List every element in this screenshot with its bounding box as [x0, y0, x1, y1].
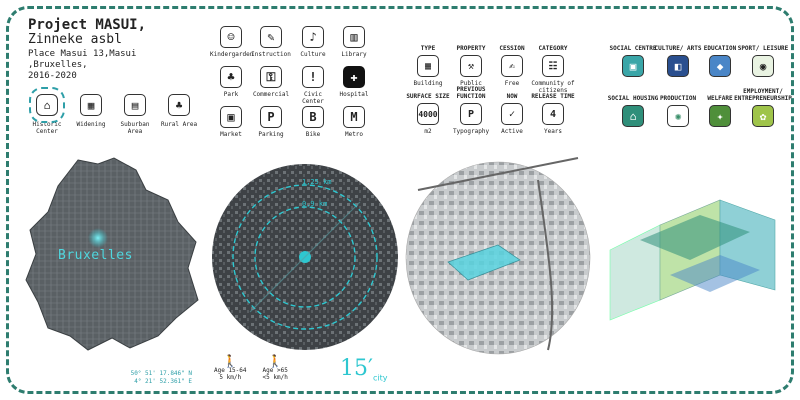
- welfare-icon: ✦: [709, 105, 731, 127]
- brussels-map-panel: Bruxelles: [18, 150, 208, 365]
- culture-arts-icon: ◧: [667, 55, 689, 77]
- building-icon: ▦: [417, 55, 439, 77]
- amenity-civic-center: !Civic Center: [292, 66, 334, 105]
- employment-icon: ✿: [752, 105, 774, 127]
- park-icon: ♣: [220, 66, 242, 88]
- walk-elderly: 🚶Age >65<5 km/h: [262, 354, 288, 381]
- civic-center-icon: !: [302, 66, 324, 88]
- amenity-hospital: ✚Hospital: [333, 66, 375, 98]
- commercial-icon: ⚿: [260, 66, 282, 88]
- sport-leisure-icon: ◉: [752, 55, 774, 77]
- category-welfare: WELFARE✦: [692, 88, 748, 127]
- city-label: Bruxelles: [58, 248, 133, 263]
- amenity-library: ▥Library: [333, 26, 375, 58]
- fact-type: TYPE▦Building: [413, 45, 443, 87]
- project-title: Project MASUI,: [28, 17, 147, 33]
- bike-icon: B: [302, 106, 324, 128]
- culture-icon: ♪: [302, 26, 324, 48]
- amenity-instruction: ✎Instruction: [250, 26, 292, 58]
- context-row: ⌂ Historic Center ▦ Widening ▤ Suburban …: [28, 87, 198, 135]
- context-widening: ▦ Widening: [72, 94, 110, 135]
- amenity-park: ♣Park: [210, 66, 252, 98]
- kindergarden-icon: ☺: [220, 26, 242, 48]
- elderly-person-icon: 🚶: [267, 354, 283, 368]
- aerial-view: [405, 157, 591, 355]
- market-icon: ▣: [220, 106, 242, 128]
- category-social-centre: SOCIAL CENTRE▣: [605, 38, 661, 77]
- fact-category: CATEGORY☷Community of citizens: [531, 45, 575, 94]
- category-education: EDUCATION◆: [692, 38, 748, 77]
- context-historic-center: ⌂ Historic Center: [28, 87, 66, 135]
- category-social-housing: SOCIAL HOUSING⌂: [605, 88, 661, 127]
- category-production: PRODUCTION✺: [650, 88, 706, 127]
- library-icon: ▥: [343, 26, 365, 48]
- brussels-map: [25, 157, 199, 351]
- production-icon: ✺: [667, 105, 689, 127]
- typography-icon: P: [460, 103, 482, 125]
- outer-ring-label: 1,25 km: [302, 178, 332, 186]
- social-centre-icon: ▣: [622, 55, 644, 77]
- amenity-market: ▣Market: [210, 106, 252, 138]
- amenity-culture: ♪Culture: [292, 26, 334, 58]
- social-housing-icon: ⌂: [622, 105, 644, 127]
- release-time-icon: 4: [542, 103, 564, 125]
- surface-size-icon: 4000: [417, 103, 439, 125]
- metro-icon: M: [343, 106, 365, 128]
- free-icon: ✍: [501, 55, 523, 77]
- amenity-kindergarden: ☺Kindergarden: [210, 26, 253, 58]
- category-sport-leisure: SPORT/ LEISURE◉: [735, 38, 791, 77]
- suburban-area-icon: ▤: [124, 94, 146, 116]
- context-suburban-area: ▤ Suburban Area: [116, 94, 154, 135]
- fact-property: PROPERTY⚒Public: [456, 45, 486, 87]
- hospital-icon: ✚: [343, 66, 365, 88]
- instruction-icon: ✎: [260, 26, 282, 48]
- widening-icon: ▦: [80, 94, 102, 116]
- aerial-view-panel: [398, 150, 598, 360]
- walking-radius-map: [212, 164, 398, 350]
- fifteen-minute-circle-panel: 1,25 km 0,9 km: [210, 162, 400, 352]
- axonometric-diagram: [609, 199, 776, 321]
- context-rural-area: ♣ Rural Area: [160, 94, 198, 135]
- community-icon: ☷: [542, 55, 564, 77]
- active-icon: ✓: [501, 103, 523, 125]
- parking-icon: P: [260, 106, 282, 128]
- title-block: Project MASUI, Zinneke asbl Place Masui …: [28, 18, 198, 82]
- category-culture-arts: CULTURE/ ARTS◧: [650, 38, 706, 77]
- fact-now: NOW✓Active: [501, 93, 523, 135]
- fifteen-minute-city-badge: 15′city: [340, 356, 388, 383]
- walking-person-icon: 🚶: [222, 354, 238, 368]
- amenity-commercial: ⚿Commercial: [250, 66, 292, 98]
- axonometric-panel: [600, 180, 790, 340]
- project-address: Place Masui 13,Masui ,Bruxelles, 2016-20…: [28, 49, 137, 81]
- rural-area-icon: ♣: [168, 94, 190, 116]
- education-icon: ◆: [709, 55, 731, 77]
- project-subtitle: Zinneke asbl: [28, 32, 122, 47]
- historic-center-icon: ⌂: [29, 87, 65, 123]
- dashed-frame: [6, 6, 794, 394]
- inner-ring-label: 0,9 km: [302, 200, 328, 208]
- fact-cession: CESSION✍Free: [499, 45, 525, 87]
- map-coordinates: 50° 51' 17.846" N 4° 21' 52.361" E: [130, 370, 192, 385]
- category-employment: EMPLOYMENT/ ENTREPRENEURSHIP✿: [734, 88, 792, 127]
- public-icon: ⚒: [460, 55, 482, 77]
